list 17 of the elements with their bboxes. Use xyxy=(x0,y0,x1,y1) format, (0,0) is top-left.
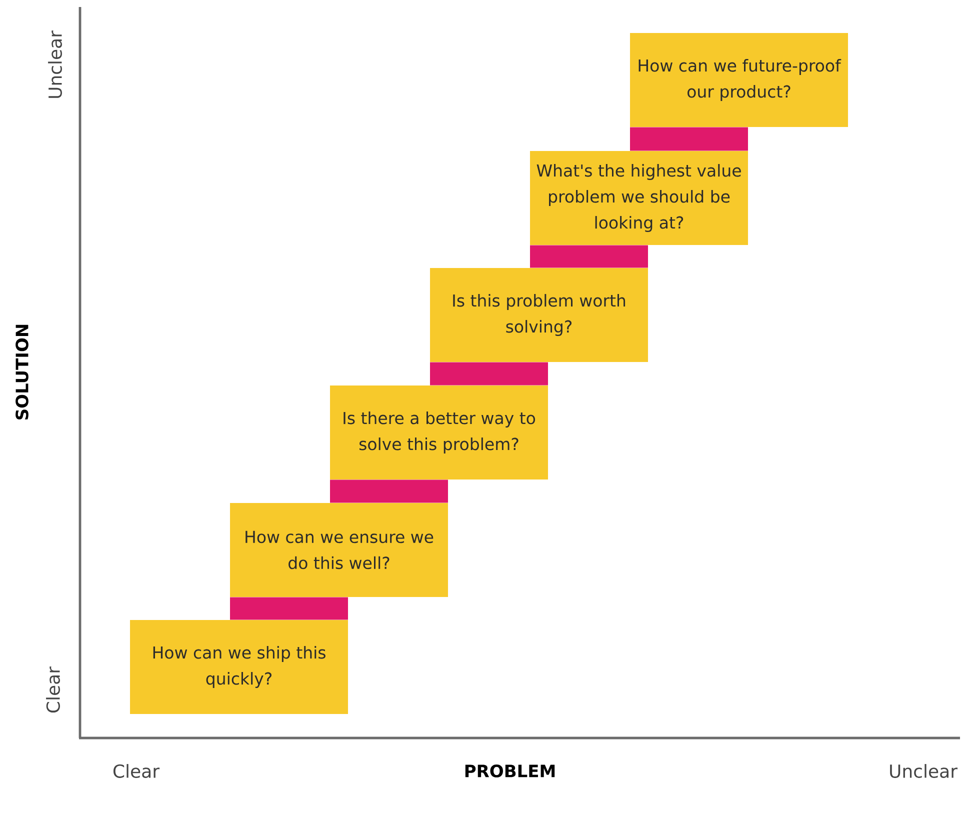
axis-end-label: Clear xyxy=(113,764,160,778)
axis-end-label: Unclear xyxy=(48,30,62,98)
sticky-note: Is there a better way to solve this problem? xyxy=(330,386,548,480)
sticky-note: How can we future-proof our product? xyxy=(630,33,848,127)
sticky-note: How can we ship this quickly? xyxy=(130,620,348,714)
sticky-note: How can we ensure we do this well? xyxy=(230,503,448,597)
axis-end-label: Unclear xyxy=(890,764,958,778)
connector-bar xyxy=(530,245,648,268)
axis-title: SOLUTION xyxy=(16,324,28,420)
connector-bar xyxy=(230,597,348,620)
connector-bar xyxy=(630,127,748,151)
axis-title: PROBLEM xyxy=(465,764,555,778)
connector-bar xyxy=(330,480,448,503)
connector-bar xyxy=(430,362,548,386)
sticky-note: What's the highest value problem we should be looking at? xyxy=(530,151,748,245)
axis-end-label: Clear xyxy=(46,666,60,713)
sticky-note: Is this problem worth solving? xyxy=(430,268,648,362)
